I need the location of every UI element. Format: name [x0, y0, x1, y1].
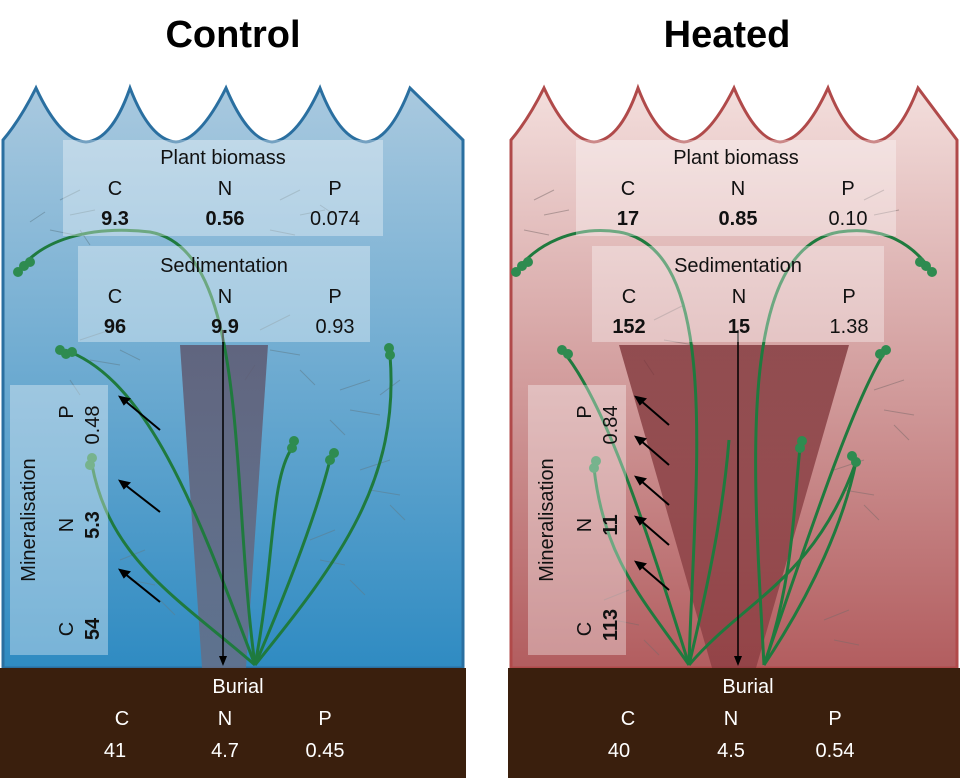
- plant-biomass-c-header: C: [107, 178, 123, 200]
- sedimentation-n-value: 9.9: [211, 316, 239, 338]
- burial-label: Burial: [212, 676, 264, 698]
- mineralisation-p-header: P: [574, 405, 596, 419]
- heated-panel: Heated Plant biomass C N P 17 0.85 0.10 …: [494, 0, 960, 778]
- burial-c-value: 40: [607, 740, 631, 762]
- heated-mineralisation-arrows: [634, 395, 670, 591]
- plant-biomass-c-header: C: [620, 178, 636, 200]
- mineralisation-label: Mineralisation: [18, 458, 40, 582]
- plant-biomass-p-header: P: [328, 178, 342, 200]
- plant-biomass-p-header: P: [841, 178, 855, 200]
- burial-n-value: 4.5: [717, 740, 745, 762]
- plant-biomass-p-value: 0.074: [309, 208, 361, 230]
- sedimentation-n-value: 15: [727, 316, 751, 338]
- burial-c-value: 41: [103, 740, 127, 762]
- control-sediment-layer: [0, 668, 466, 778]
- mineralisation-n-value: 5.3: [82, 511, 104, 539]
- plant-biomass-c-value: 17: [616, 208, 640, 230]
- control-title: Control: [165, 14, 301, 56]
- heated-water-illustration: [508, 83, 960, 778]
- control-mineralisation-box: Mineralisation P N C 0.48 5.3 54: [10, 385, 108, 655]
- mineralisation-label: Mineralisation: [536, 458, 558, 582]
- sedimentation-label: Sedimentation: [674, 255, 802, 277]
- heated-plant-stems: [514, 229, 934, 666]
- plant-biomass-n-header: N: [730, 178, 746, 200]
- control-plant-biomass-box: Plant biomass C N P 9.3 0.56 0.074: [63, 140, 383, 236]
- heated-sedimentation-cone: [619, 345, 849, 668]
- sedimentation-n-header: N: [731, 286, 747, 308]
- plant-biomass-n-value: 0.56: [205, 208, 245, 230]
- burial-p-value: 0.54: [815, 740, 855, 762]
- burial-p-header: P: [318, 708, 332, 730]
- plant-biomass-label: Plant biomass: [160, 147, 286, 169]
- control-water-illustration: [0, 83, 466, 778]
- control-sedimentation-box: Sedimentation C N P 96 9.9 0.93: [78, 246, 370, 342]
- control-plant-tips: [13, 257, 395, 470]
- heated-plant-tips: [511, 257, 937, 473]
- burial-c-header: C: [114, 708, 130, 730]
- heated-title: Heated: [663, 14, 791, 56]
- heated-sediment-layer: [508, 668, 960, 778]
- sedimentation-p-header: P: [842, 286, 856, 308]
- sedimentation-p-header: P: [328, 286, 342, 308]
- sedimentation-n-header: N: [217, 286, 233, 308]
- burial-c-header: C: [620, 708, 636, 730]
- heated-plant-biomass-box: Plant biomass C N P 17 0.85 0.10: [576, 140, 896, 236]
- burial-label: Burial: [722, 676, 774, 698]
- heated-mineralisation-box: Mineralisation P N C 0.84 11 113: [528, 385, 626, 655]
- control-burial-box: Burial C N P 41 4.7 0.45: [0, 668, 466, 778]
- mineralisation-n-header: N: [574, 517, 596, 533]
- burial-p-header: P: [828, 708, 842, 730]
- sedimentation-c-value: 152: [612, 316, 646, 338]
- mineralisation-p-header: P: [56, 405, 78, 419]
- control-panel: Control Plant biomass C N P 9.3 0.56 0.0…: [0, 0, 466, 778]
- sedimentation-c-header: C: [621, 286, 637, 308]
- burial-p-value: 0.45: [305, 740, 345, 762]
- plant-biomass-p-value: 0.10: [828, 208, 868, 230]
- sedimentation-p-value: 1.38: [829, 316, 869, 338]
- mineralisation-c-value: 113: [600, 608, 622, 642]
- mineralisation-n-header: N: [56, 517, 78, 533]
- plant-biomass-label: Plant biomass: [673, 147, 799, 169]
- burial-n-header: N: [723, 708, 739, 730]
- plant-biomass-c-value: 9.3: [101, 208, 129, 230]
- sedimentation-c-header: C: [107, 286, 123, 308]
- mineralisation-c-header: C: [574, 621, 596, 637]
- mineralisation-p-value: 0.84: [600, 405, 622, 445]
- mineralisation-p-value: 0.48: [82, 405, 104, 445]
- sedimentation-label: Sedimentation: [160, 255, 288, 277]
- mineralisation-c-value: 54: [82, 617, 104, 641]
- mineralisation-n-value: 11: [600, 514, 622, 536]
- burial-n-header: N: [217, 708, 233, 730]
- sedimentation-c-value: 96: [103, 316, 127, 338]
- sedimentation-p-value: 0.93: [315, 316, 355, 338]
- heated-sedimentation-box: Sedimentation C N P 152 15 1.38: [592, 246, 884, 342]
- burial-n-value: 4.7: [211, 740, 239, 762]
- plant-biomass-n-header: N: [217, 178, 233, 200]
- plant-biomass-n-value: 0.85: [718, 208, 758, 230]
- mineralisation-c-header: C: [56, 621, 78, 637]
- control-plant-stems: [16, 228, 393, 667]
- control-mineralisation-arrows: [118, 395, 161, 603]
- heated-burial-box: Burial C N P 40 4.5 0.54: [508, 668, 960, 778]
